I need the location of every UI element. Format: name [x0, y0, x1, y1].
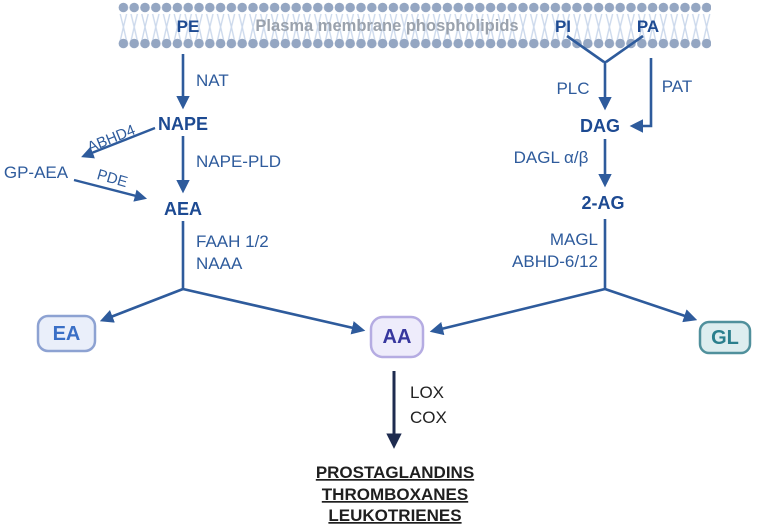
2ag-to-gl-arrow — [604, 287, 698, 323]
enzyme-naaa: NAAA — [196, 254, 243, 273]
aea-to-ea-arrow — [99, 287, 184, 323]
output-prostaglandins: PROSTAGLANDINS — [316, 463, 474, 482]
right-pathway: PLC PAT DAG DAGL α/β 2-AG MAGL ABHD-6/12 — [429, 34, 698, 336]
aa-box — [369, 315, 425, 359]
pa-line — [605, 34, 644, 64]
abhd4-arrow — [81, 126, 156, 159]
enzyme-faah: FAAH 1/2 — [196, 232, 269, 251]
membrane-tails-top — [118, 13, 711, 28]
node-gp-aea: GP-AEA — [4, 163, 69, 182]
node-aea: AEA — [164, 199, 202, 219]
node-dag: DAG — [580, 116, 620, 136]
ea-box — [36, 314, 97, 353]
pat-arrow — [629, 58, 653, 133]
enzyme-lox: LOX — [410, 383, 444, 402]
left-pathway: NAT NAPE ABHD4 GP-AEA PDE NAPE-PLD AEA F… — [4, 54, 366, 335]
gl-label: GL — [711, 327, 739, 349]
enzyme-pat: PAT — [662, 77, 693, 96]
enzyme-nape-pld: NAPE-PLD — [196, 152, 281, 171]
aea-to-aa-arrow — [182, 287, 366, 335]
output-thromboxanes: THROMBOXANES — [322, 485, 468, 504]
pde-arrow — [73, 178, 148, 202]
enzyme-nat: NAT — [196, 71, 229, 90]
enzyme-magl: MAGL — [550, 230, 598, 249]
enzyme-abhd612: ABHD-6/12 — [512, 252, 598, 271]
output-leukotrienes: LEUKOTRIENES — [328, 506, 461, 525]
membrane-heads-top — [118, 2, 711, 13]
enzyme-cox: COX — [410, 408, 447, 427]
node-pa: PA — [637, 17, 659, 36]
node-nape: NAPE — [158, 114, 208, 134]
plasma-membrane: PE Plasma membrane phospholipids PI PA — [118, 2, 711, 49]
node-pi: PI — [555, 17, 571, 36]
membrane-heads-bottom — [118, 38, 711, 49]
node-pe: PE — [177, 17, 200, 36]
pi-line — [566, 34, 605, 64]
2ag-to-aa-arrow — [429, 287, 606, 336]
node-2ag: 2-AG — [581, 193, 624, 213]
enzyme-plc: PLC — [556, 79, 589, 98]
membrane-title: Plasma membrane phospholipids — [255, 17, 518, 35]
enzyme-abhd4: ABHD4 — [85, 122, 138, 157]
gl-box — [698, 320, 752, 355]
ea-label: EA — [53, 323, 81, 345]
aa-label: AA — [383, 326, 412, 348]
enzyme-dagl: DAGL α/β — [514, 148, 589, 167]
product-boxes: EA AA GL — [36, 314, 752, 359]
downstream-section: LOX COX PROSTAGLANDINS THROMBOXANES LEUK… — [316, 371, 474, 525]
